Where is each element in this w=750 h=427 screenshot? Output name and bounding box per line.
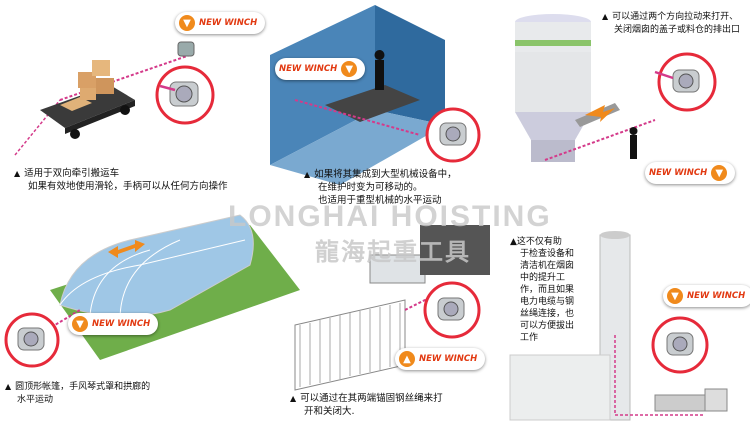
caption-line: 可以方便拔出: [520, 321, 575, 331]
badge-label: NEW WINCH: [687, 291, 746, 301]
triangle-icon: ▲: [5, 382, 12, 391]
triangle-icon: ▲: [304, 170, 311, 179]
caption-line: 如果有效地使用滑轮，手柄可以从任何方向操作: [28, 181, 228, 192]
caption-machine: ▲如果将其集成到大型机械设备中， 在维护时变为可移动的。 也适用于重型机械的水平…: [304, 168, 457, 207]
badge-label: NEW WINCH: [199, 18, 258, 28]
badge-label: NEW WINCH: [92, 319, 151, 329]
caption-line: 圆顶形帐篷，手风琴式罩和拱廊的: [15, 382, 151, 392]
badge-label: NEW WINCH: [279, 64, 338, 74]
caption-line: 适用于双向牵引搬运车: [24, 168, 120, 179]
caption-dome: ▲圆顶形帐篷，手风琴式罩和拱廊的 水平运动: [5, 380, 150, 407]
panel-fence: ▲ NEW WINCH: [290, 215, 505, 395]
badge-label: NEW WINCH: [649, 168, 708, 178]
caption-line: 丝绳连接，也: [520, 309, 575, 319]
caption-line: 可以通过两个方向拉动来打开、: [612, 12, 739, 22]
panel-cart: ▼ NEW WINCH: [0, 0, 266, 200]
caption-cart: ▲适用于双向牵引搬运车 如果有效地使用滑轮，手柄可以从任何方向操作: [14, 167, 228, 193]
caption-line: 作，而且如果: [520, 285, 575, 295]
new-winch-badge: ▼ NEW WINCH: [663, 285, 750, 307]
up-arrow-icon: ▲: [399, 351, 415, 367]
triangle-icon: ▲: [14, 169, 21, 178]
triangle-icon: ▲: [602, 12, 609, 21]
panel-machine: NEW WINCH ▼: [255, 0, 505, 200]
down-arrow-icon: ▼: [711, 165, 728, 181]
new-winch-badge: NEW WINCH ▼: [275, 58, 366, 80]
caption-line: 开和关闭大.: [304, 406, 355, 417]
caption-fence: ▲可以通过在其两端锚固钢丝绳来打 开和关闭大.: [290, 392, 443, 418]
caption-line: 在维护时变为可移动的。: [318, 182, 423, 193]
caption-line: 关闭烟囱的盖子或料仓的排出口: [614, 25, 741, 35]
new-winch-badge: ▲ NEW WINCH: [395, 348, 486, 370]
triangle-icon: ▲: [510, 237, 517, 247]
triangle-icon: ▲: [290, 394, 297, 403]
caption-line: 于检查设备和: [520, 249, 575, 259]
machine-room-illustration: [270, 5, 481, 185]
chimney-illustration: [509, 231, 728, 421]
panel-dome: ▼ NEW WINCH: [0, 210, 300, 427]
watermark-latin: LONGHAI HOISTING: [228, 200, 552, 233]
fence-illustration: [294, 225, 490, 391]
cart-illustration: [14, 41, 215, 156]
caption-line: 可以通过在其两端锚固钢丝绳来打: [300, 393, 443, 404]
caption-line: 如果将其集成到大型机械设备中，: [314, 169, 457, 180]
new-winch-badge: NEW WINCH ▼: [645, 162, 736, 184]
caption-line: 水平运动: [17, 395, 54, 405]
badge-label: NEW WINCH: [419, 354, 478, 364]
caption-line: 工作: [520, 333, 539, 343]
panel-chimney: ▼ NEW WINCH: [505, 215, 750, 427]
down-arrow-icon: ▼: [72, 316, 88, 332]
down-arrow-icon: ▼: [179, 15, 195, 31]
new-winch-badge: ▼ NEW WINCH: [68, 313, 159, 335]
panel-silo: NEW WINCH ▼: [505, 0, 750, 200]
watermark-chinese: 龍海起重工具: [315, 238, 471, 266]
caption-line: 也适用于重型机械的水平运动: [318, 195, 442, 206]
caption-line: 清洁机在烟囱: [520, 261, 575, 271]
caption-silo: ▲可以通过两个方向拉动来打开、 关闭烟囱的盖子或料仓的排出口: [602, 10, 740, 37]
silo-illustration: [515, 14, 717, 162]
down-arrow-icon: ▼: [341, 61, 358, 77]
caption-chimney: ▲这不仅有助 于检查设备和 清洁机在烟囱 中的提升工 作，而且如果 电力电缆与钢…: [510, 236, 574, 344]
caption-line: 中的提升工: [520, 273, 566, 283]
caption-line: 电力电缆与钢: [520, 297, 575, 307]
caption-line: 这不仅有助: [516, 237, 562, 247]
down-arrow-icon: ▼: [667, 288, 683, 304]
new-winch-badge: ▼ NEW WINCH: [175, 12, 266, 34]
